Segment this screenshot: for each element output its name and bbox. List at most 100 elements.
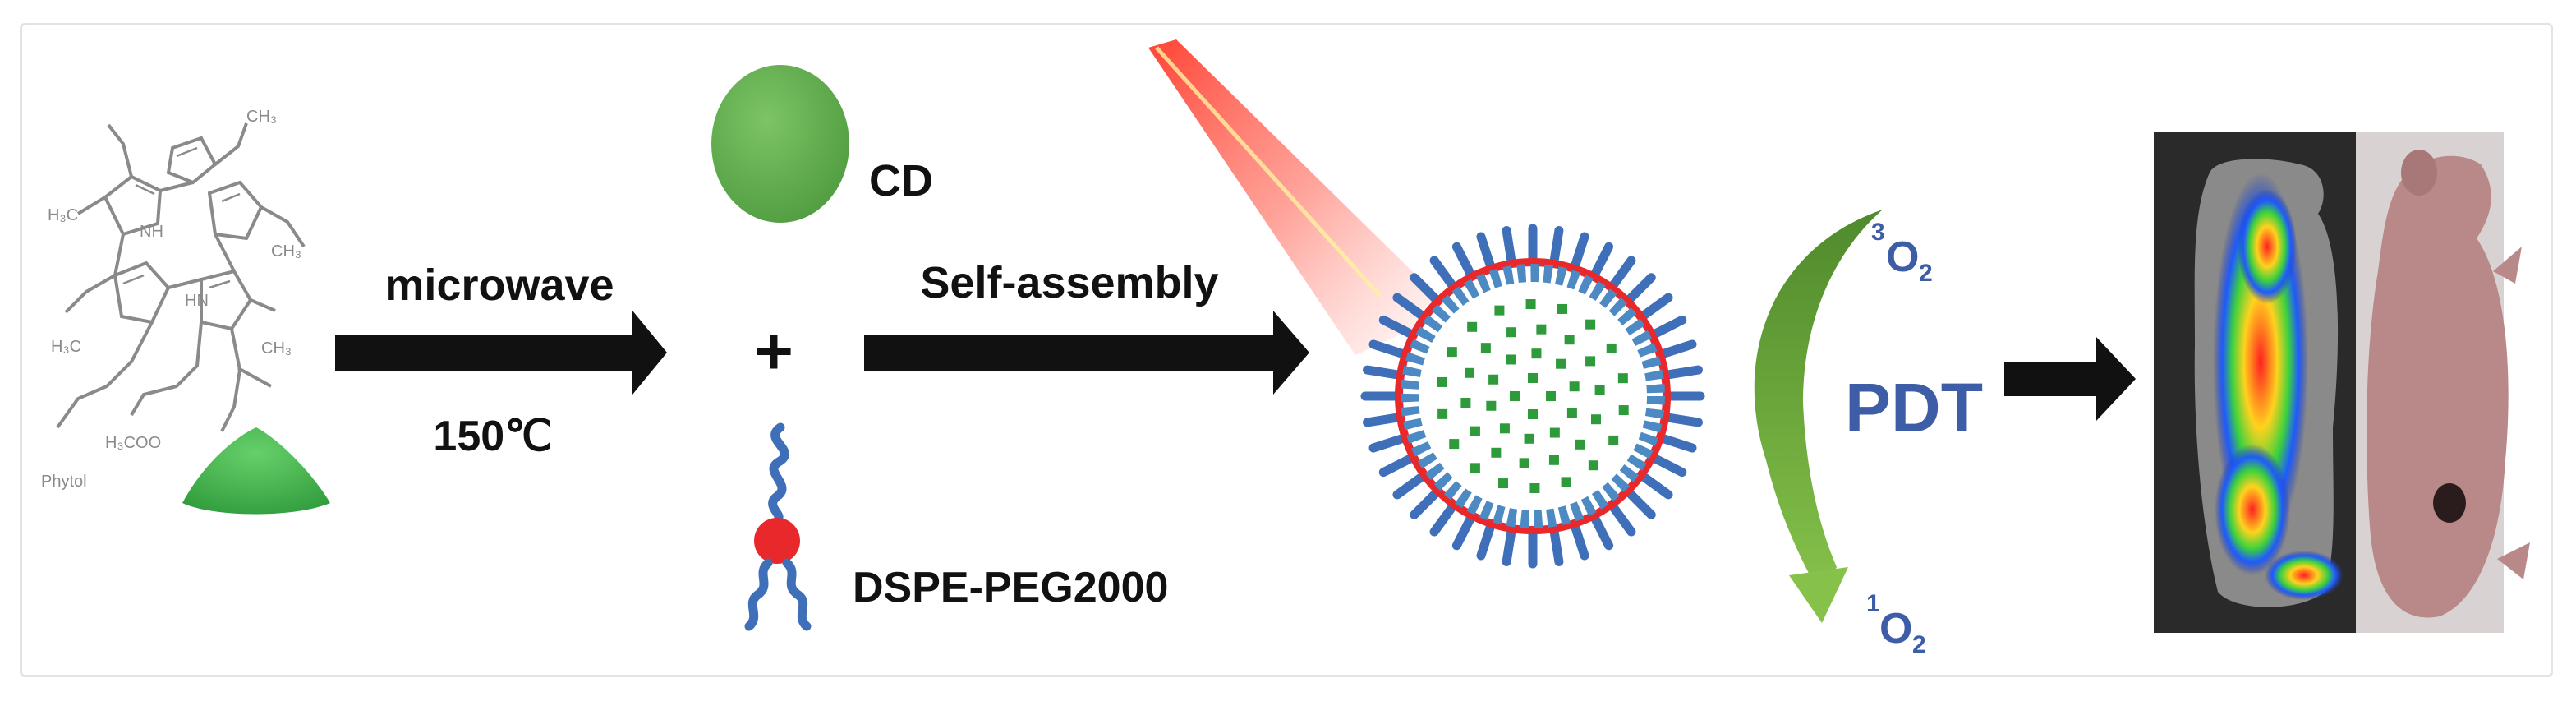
encapsulated-cd-dot <box>1486 400 1497 411</box>
plus-sign: + <box>754 314 794 389</box>
peg-spike <box>1502 526 1516 566</box>
substituent-h3c-left2: H₃C <box>51 338 81 356</box>
substituent-ch3-mid: CH₃ <box>261 339 292 358</box>
encapsulated-cd-dot <box>1499 423 1510 434</box>
self-assembly-arrow <box>864 311 1309 395</box>
encapsulated-cd-dot <box>1447 347 1457 358</box>
substituent-hn: HN <box>185 292 209 310</box>
peg-spike <box>1658 339 1697 359</box>
molecule-substituents: CH₃ CH₃ H₃C H₃C CH₃ NH HN H₃COO Phytol <box>41 108 301 491</box>
encapsulated-cd-dot <box>1470 463 1480 473</box>
peg-spike <box>1649 315 1687 339</box>
encapsulated-cd-dot <box>1506 327 1517 338</box>
peg-spike <box>1663 413 1703 427</box>
substituent-nh: NH <box>140 223 163 241</box>
peg-spike <box>1589 513 1614 551</box>
peg-spike <box>1663 365 1703 380</box>
peg-spike <box>1368 339 1408 359</box>
encapsulated-cd-dot <box>1606 343 1617 353</box>
triplet-oxygen-label: 3 O 2 <box>1871 219 1933 287</box>
encapsulated-cd-dot <box>1590 414 1601 425</box>
peg-spike <box>1363 413 1403 427</box>
encapsulated-cd-dot <box>1449 439 1460 450</box>
peg-spike <box>1589 242 1614 279</box>
encapsulated-cd-dot <box>1470 426 1480 436</box>
encapsulated-cd-dot <box>1594 385 1605 395</box>
pdt-label: PDT <box>1845 369 1983 446</box>
green-powder-pile <box>182 427 330 515</box>
svg-text:2: 2 <box>1919 260 1933 287</box>
encapsulated-cd-dot <box>1497 478 1508 489</box>
microwave-arrow <box>335 311 667 395</box>
encapsulated-cd-dot <box>1480 343 1491 353</box>
encapsulated-cd-dot <box>1536 324 1547 335</box>
peg-spike <box>1502 226 1516 266</box>
encapsulated-cd-dot <box>1460 397 1471 408</box>
peg-spike <box>1638 293 1673 321</box>
encapsulated-cd-dot <box>1566 408 1577 418</box>
fluorescence-mouse-image <box>2154 132 2356 633</box>
chlorophyll-molecule <box>56 122 306 432</box>
encapsulated-cd-dot <box>1465 367 1475 378</box>
peg-spike <box>1476 521 1496 561</box>
encapsulated-cd-dot <box>1528 409 1538 419</box>
encapsulated-cd-dot <box>1585 356 1596 367</box>
substituent-ch3-top: CH₃ <box>246 108 277 126</box>
peg-spike <box>1476 232 1496 271</box>
svg-text:O: O <box>1879 605 1912 653</box>
encapsulated-cd-dot <box>1557 303 1568 314</box>
substituent-ch3-right: CH₃ <box>271 242 301 261</box>
svg-text:2: 2 <box>1912 631 1926 658</box>
figure-frame <box>20 23 2553 677</box>
temperature-label: 150℃ <box>433 413 552 460</box>
encapsulated-cd-dot <box>1494 305 1505 316</box>
peg-spike <box>1429 256 1457 291</box>
singlet-oxygen-label: 1 O 2 <box>1866 590 1926 658</box>
encapsulated-cd-dot <box>1564 335 1575 345</box>
result-arrow <box>2004 337 2136 421</box>
encapsulated-cd-dot <box>1528 373 1538 383</box>
bright-field-mouse-image <box>2356 132 2530 633</box>
peg-spike <box>1368 433 1408 453</box>
svg-text:O: O <box>1886 233 1919 281</box>
encapsulated-cd-dot <box>1519 458 1530 468</box>
peg-spike <box>1429 501 1457 537</box>
peg-spike <box>1570 521 1589 561</box>
peg-spike <box>1378 453 1416 478</box>
svg-text:1: 1 <box>1866 590 1880 617</box>
substituent-h3c-left: H₃C <box>48 206 78 224</box>
encapsulated-cd-dot <box>1588 460 1598 471</box>
encapsulated-cd-dot <box>1585 319 1596 330</box>
encapsulated-cd-dot <box>1561 477 1571 487</box>
microwave-label: microwave <box>384 261 614 310</box>
encapsulated-cd-dot <box>1618 405 1629 416</box>
encapsulated-cd-dot <box>1548 455 1559 465</box>
encapsulated-cd-dot <box>1488 374 1499 385</box>
encapsulated-cd-dot <box>1467 321 1478 332</box>
encapsulated-cd-dot <box>1438 408 1448 419</box>
substituent-phytol: Phytol <box>41 473 87 491</box>
encapsulated-cd-dot <box>1549 427 1560 438</box>
peg-spike <box>1624 487 1656 519</box>
peg-spike <box>1608 256 1636 291</box>
encapsulated-cd-dot <box>1569 381 1580 392</box>
peg-spike <box>1451 513 1476 551</box>
encapsulated-cd-dot <box>1546 391 1556 401</box>
carbon-dot-sphere <box>711 65 849 223</box>
encapsulated-cd-dot <box>1575 439 1585 450</box>
dspe-peg-lipid-icon <box>744 422 812 631</box>
peg-spike <box>1451 242 1476 279</box>
peg-spike <box>1363 365 1403 380</box>
peg-spike <box>1392 293 1428 321</box>
self-assembly-label: Self-assembly <box>920 258 1218 307</box>
peg-spike <box>1392 472 1428 500</box>
encapsulated-cd-dot <box>1608 435 1619 445</box>
svg-text:3: 3 <box>1871 219 1885 246</box>
dspe-peg2000-label: DSPE-PEG2000 <box>853 564 1168 611</box>
peg-spike <box>1570 232 1589 271</box>
encapsulated-cd-dot <box>1530 482 1540 493</box>
peg-spike <box>1658 433 1697 453</box>
peg-spike <box>1649 453 1687 478</box>
peg-spike <box>1410 273 1442 305</box>
